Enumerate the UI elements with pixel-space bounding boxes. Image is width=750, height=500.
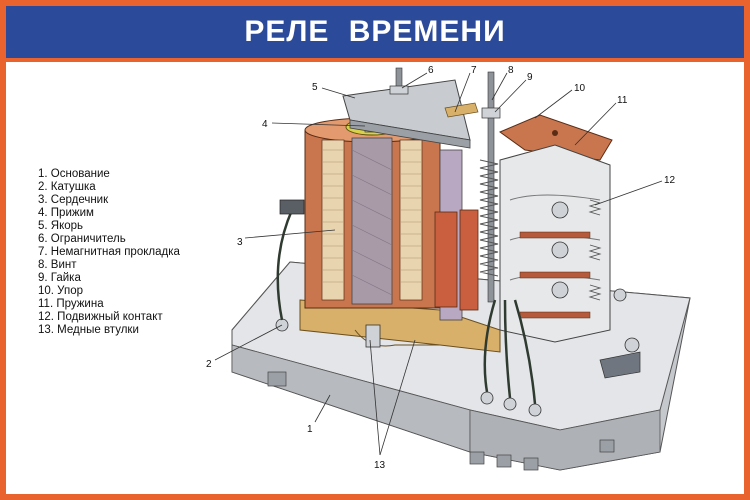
terminal-screws [275,288,641,417]
legend-item: 13. Медные втулки [38,324,139,336]
legend-item: 1. Основание [38,168,110,180]
limiter-screw [389,67,409,95]
callout-2: 2 [206,359,212,370]
contact-assembly [499,144,611,343]
nonmagnetic-shim [444,102,479,118]
callout-12: 12 [664,175,676,186]
callout-4: 4 [262,119,268,130]
legend-item: 7. Немагнитная прокладка [38,246,180,258]
callout-6: 6 [428,65,434,76]
adjust-screw [479,71,501,303]
legend-item: 2. Катушка [38,181,96,193]
header-bar: РЕЛЕ ВРЕМЕНИ [6,6,744,62]
callout-8: 8 [508,65,514,76]
legend-item: 3. Сердечник [38,194,109,206]
legend-item: 4. Прижим [38,207,94,219]
armature-stop [498,114,613,161]
legend-item: 8. Винт [38,259,77,271]
legend-item: 10. Упор [38,285,83,297]
magnet-yoke [434,149,479,321]
callout-10: 10 [574,83,586,94]
callout-11: 11 [617,95,628,106]
legend-item: 11. Пружина [38,298,104,310]
callout-3: 3 [237,237,243,248]
legend-item: 9. Гайка [38,272,81,284]
legend-item: 12. Подвижный контакт [38,311,163,323]
page-title: РЕЛЕ ВРЕМЕНИ [244,15,506,48]
relay-core [351,137,393,305]
callout-1: 1 [307,424,313,435]
callout-9: 9 [527,72,533,83]
callout-13: 13 [374,460,386,471]
callout-leaders [214,72,663,456]
parts-legend: 1. Основание 2. Катушка 3. Сердечник 4. … [38,168,238,337]
legend-item: 5. Якорь [38,220,84,232]
relay-armature [342,79,471,149]
callout-7: 7 [471,65,477,76]
legend-item: 6. Ограничитель [38,233,126,245]
base-feet [267,371,615,471]
callout-5: 5 [312,82,318,93]
callout-labels: 1 2 3 4 5 6 7 8 9 10 11 12 13 [206,65,676,471]
copper-bushings [365,324,381,348]
lead-wires [276,199,537,405]
